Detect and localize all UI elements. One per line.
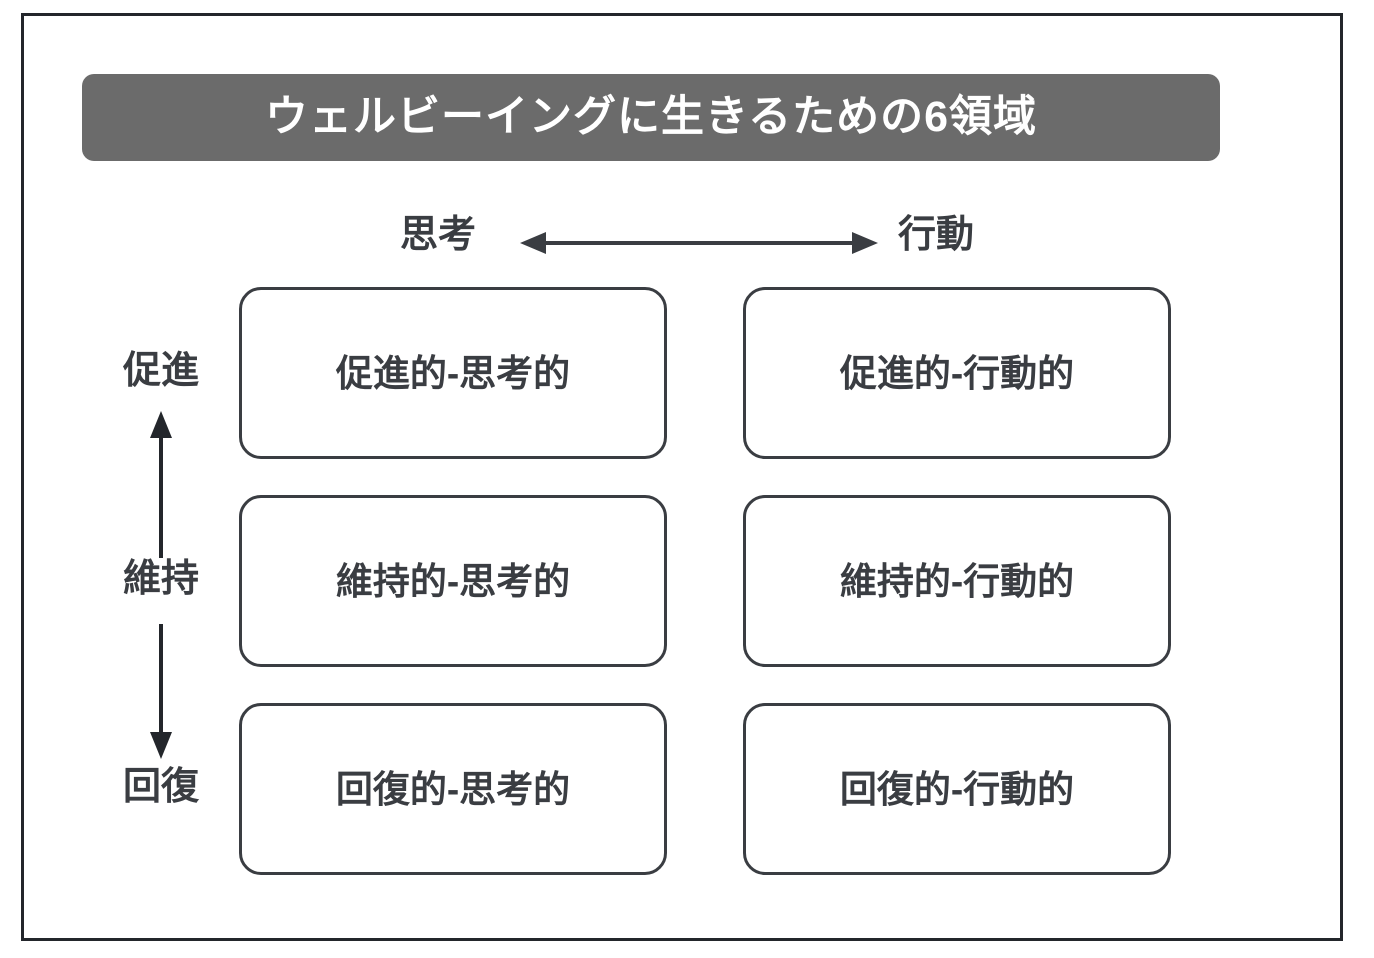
domain-cell-recover-action[interactable]: 回復的-行動的 bbox=[743, 703, 1171, 875]
domain-cell-label: 維持的-思考的 bbox=[335, 560, 571, 602]
domain-cell-promote-thinking[interactable]: 促進的-思考的 bbox=[239, 287, 667, 459]
up-arrow-icon bbox=[144, 408, 178, 560]
horizontal-double-arrow-icon bbox=[516, 226, 882, 260]
domain-cell-maintain-thinking[interactable]: 維持的-思考的 bbox=[239, 495, 667, 667]
row-axis-label-promote: 促進 bbox=[122, 350, 199, 392]
column-axis-label-action: 行動 bbox=[898, 214, 975, 256]
domain-cell-label: 回復的-行動的 bbox=[839, 768, 1075, 810]
column-axis-label-thinking: 思考 bbox=[400, 214, 477, 256]
domain-cell-label: 回復的-思考的 bbox=[335, 768, 571, 810]
domain-matrix: 促進的-思考的 促進的-行動的 維持的-思考的 維持的-行動的 回復的-思考的 … bbox=[239, 287, 1171, 876]
title-banner: ウェルビーイングに生きるための6領域 bbox=[82, 74, 1220, 161]
outer-frame bbox=[21, 13, 1343, 941]
domain-cell-label: 促進的-行動的 bbox=[839, 352, 1075, 394]
domain-cell-promote-action[interactable]: 促進的-行動的 bbox=[743, 287, 1171, 459]
row-axis-label-maintain: 維持 bbox=[122, 558, 199, 600]
page-title: ウェルビーイングに生きるための6領域 bbox=[264, 93, 1038, 141]
domain-cell-recover-thinking[interactable]: 回復的-思考的 bbox=[239, 703, 667, 875]
row-axis-label-recover: 回復 bbox=[122, 766, 199, 808]
domain-cell-maintain-action[interactable]: 維持的-行動的 bbox=[743, 495, 1171, 667]
down-arrow-icon bbox=[144, 622, 178, 762]
domain-cell-label: 促進的-思考的 bbox=[335, 352, 571, 394]
domain-cell-label: 維持的-行動的 bbox=[839, 560, 1075, 602]
